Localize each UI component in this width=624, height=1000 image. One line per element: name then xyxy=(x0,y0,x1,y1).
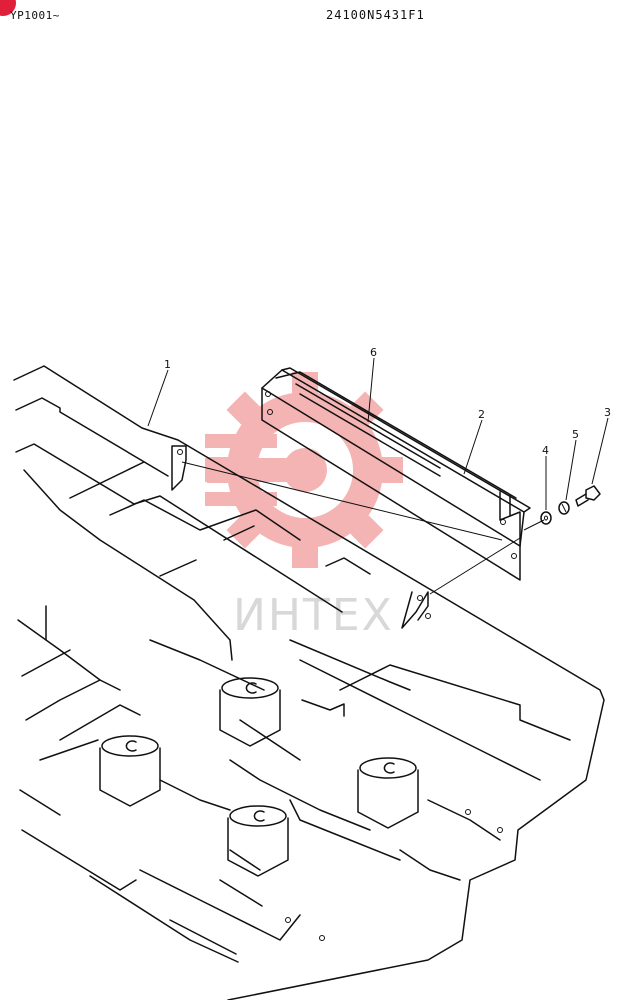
callout-3: 3 xyxy=(604,406,611,419)
callout-1: 1 xyxy=(164,358,171,371)
assembly-line-fasteners xyxy=(523,519,545,531)
mounting-block-1 xyxy=(219,677,281,747)
mounting-block-3 xyxy=(357,757,419,829)
leader-line-6 xyxy=(367,357,375,423)
corner-marker xyxy=(0,0,16,16)
assembly-line-left xyxy=(181,461,503,541)
watermark-logo xyxy=(205,372,403,568)
leader-line-3 xyxy=(591,417,609,485)
mounting-block-4 xyxy=(227,805,289,877)
washer xyxy=(540,511,552,525)
watermark-text: ИНТЕХ xyxy=(233,590,394,641)
bolt xyxy=(575,485,601,507)
mounting-block-2 xyxy=(99,735,161,807)
serial-range-label: YP1001~ xyxy=(10,9,60,22)
cover-panel xyxy=(261,367,531,581)
callout-4: 4 xyxy=(542,444,549,457)
leader-line-1 xyxy=(147,369,169,427)
leader-line-5 xyxy=(565,439,577,501)
lock-washer xyxy=(558,501,570,515)
callout-2: 2 xyxy=(478,408,485,421)
callout-5: 5 xyxy=(572,428,579,441)
leader-line-2 xyxy=(463,419,483,475)
part-number-label: 24100N5431F1 xyxy=(326,8,425,22)
assembly-line-right xyxy=(429,537,521,595)
right-bracket xyxy=(401,591,431,629)
callout-6: 6 xyxy=(370,346,377,359)
main-frame xyxy=(13,365,605,1000)
left-bracket xyxy=(171,445,187,491)
